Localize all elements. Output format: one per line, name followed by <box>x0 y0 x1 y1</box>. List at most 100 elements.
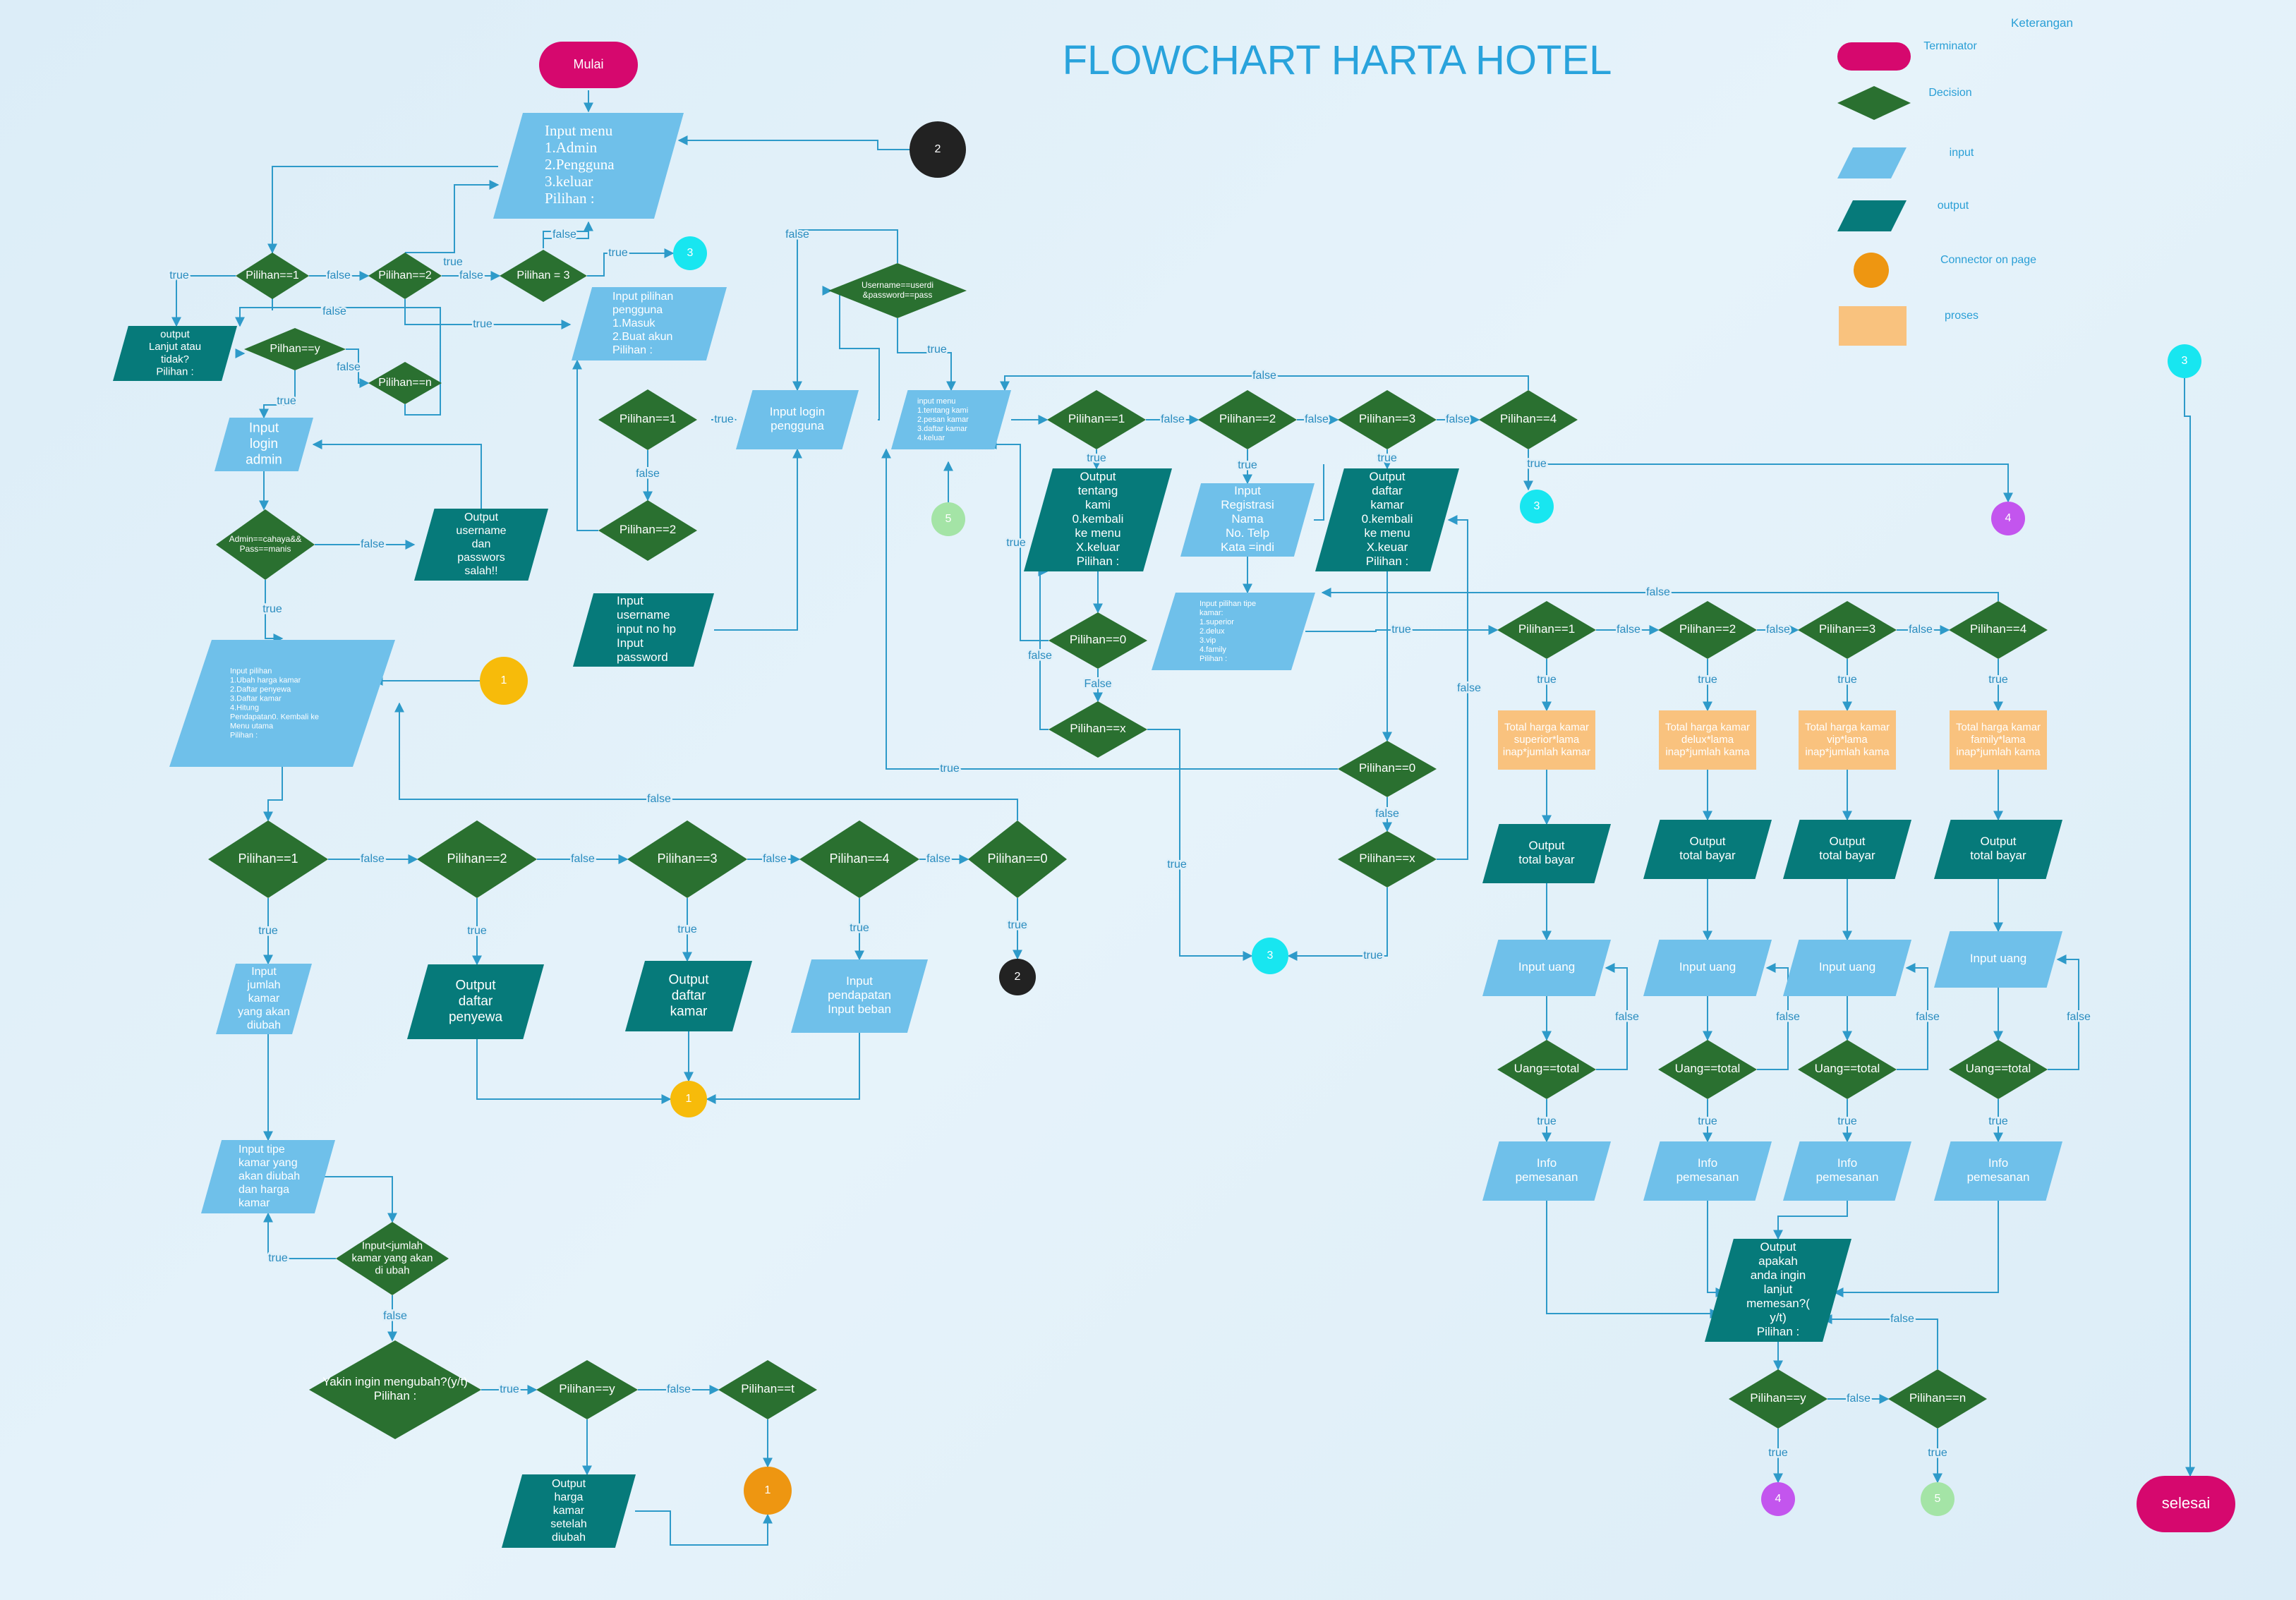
selesai-terminator-shape <box>2137 1476 2235 1532</box>
legend-header: Keterangan <box>2011 16 2073 30</box>
flow-line <box>1822 1314 1938 1369</box>
connector-4-bottom: 4 <box>1761 1482 1795 1516</box>
input-info3-shape <box>1783 1141 1911 1201</box>
user-pilihan1-text: Pilihan==1 <box>620 412 676 425</box>
decision-pilihan2: Pilihan==2 <box>368 253 442 299</box>
process-total4-shape <box>1950 710 2047 770</box>
lanjut-pilihan-y: Pilihan==y <box>1729 1369 1827 1429</box>
flow-line <box>543 221 593 248</box>
input-uang4: Input uang <box>1934 931 2062 988</box>
edge-label: false <box>337 361 361 373</box>
input-pendapatan-shape <box>791 959 928 1033</box>
legend-label: output <box>1938 200 1969 212</box>
edge-label: true <box>1167 859 1187 871</box>
edge-label: false <box>926 853 950 865</box>
connector-3-mid-shape <box>1520 490 1554 523</box>
user-pilihan2: Pilihan==2 <box>598 500 697 561</box>
input-login-pengguna-shape <box>736 390 859 449</box>
room-pilihan3: Pilihan==3 <box>1798 601 1897 659</box>
connector-5-left-text: 5 <box>945 513 952 525</box>
input-uang1-text: Input uang <box>1518 960 1575 974</box>
edge-label: true <box>1768 1447 1788 1459</box>
flow-line <box>2184 378 2195 1477</box>
flow-line <box>1147 729 1253 961</box>
admin-pilihan3-text: Pilihan==3 <box>657 851 717 866</box>
connector-1-admin-text: 1 <box>501 674 507 686</box>
flow-line <box>1535 463 2013 503</box>
decision-pilihan1-text: Pilihan==1 <box>246 269 299 281</box>
flow-line <box>714 448 802 631</box>
user-pilihan1-shape <box>598 389 697 450</box>
decision-admin-pass-text: Admin==cahaya&&Pass==manis <box>229 534 302 554</box>
admin-pilihan1-text: Pilihan==1 <box>238 851 298 866</box>
lanjut-pilihan-n: Pilihan==n <box>1888 1369 1987 1429</box>
input-menu-user-shape <box>891 390 1011 449</box>
edge-label: true <box>258 925 278 937</box>
room-pilihan4: Pilihan==4 <box>1949 601 2048 659</box>
legend-item-input: input <box>1837 147 1974 178</box>
decision-pilihan-n-text: Pilihan==n <box>378 377 432 389</box>
legend-label: input <box>1950 147 1974 159</box>
legend-decision-shape <box>1837 86 1911 120</box>
menu-pilihan4-text: Pilihan==4 <box>1500 412 1557 425</box>
edge-label: false <box>459 269 483 281</box>
input-info1-shape <box>1482 1141 1611 1201</box>
connector-4-mid: 4 <box>1991 502 2025 535</box>
input-pilihan-admin-shape <box>169 640 395 767</box>
connector-1-collect-shape <box>670 1081 707 1117</box>
edge-label: true <box>169 269 189 281</box>
decision-yakin-t-shape <box>718 1360 817 1419</box>
decision-pilihan1: Pilihan==1 <box>236 253 309 299</box>
tentang-pilihan0-text: Pilihan==0 <box>1070 633 1126 646</box>
connector-3-top: 3 <box>673 236 707 270</box>
legend-input-shape <box>1837 147 1907 178</box>
menu-pilihan4: Pilihan==4 <box>1479 390 1578 449</box>
decision-uang1-shape <box>1497 1040 1596 1099</box>
decision-uang3: Uang==total <box>1798 1040 1897 1099</box>
selesai-terminator: selesai <box>2137 1476 2235 1532</box>
input-pilihan-tipe-shape <box>1152 593 1315 670</box>
connector-3-lower: 3 <box>1252 938 1288 974</box>
input-info4-shape <box>1934 1141 2062 1201</box>
flow-line <box>346 349 370 388</box>
legend-label: proses <box>1945 310 1978 322</box>
connector-2-top-shape <box>910 121 966 178</box>
connector-5-bottom-shape <box>1921 1482 1954 1516</box>
process-total2-shape <box>1659 710 1756 770</box>
tentang-pilihan0-shape <box>1049 612 1147 669</box>
decision-admin-pass: Admin==cahaya&&Pass==manis <box>216 509 315 580</box>
connector-1-collect-text: 1 <box>686 1093 692 1105</box>
decision-uang2-text: Uang==total <box>1675 1062 1741 1075</box>
output-lanjut-pesan-shape <box>1705 1239 1851 1342</box>
menu-pilihan4-shape <box>1479 390 1578 449</box>
connector-4-mid-shape <box>1991 502 2025 535</box>
connector-2-top-text: 2 <box>935 143 941 155</box>
tentang-pilihanx: Pilihan==x <box>1049 701 1147 758</box>
input-uang4-text: Input uang <box>1970 952 2026 965</box>
edge-label: false <box>1617 624 1641 636</box>
menu-pilihan1-text: Pilihan==1 <box>1068 412 1125 425</box>
flow-line <box>1314 464 1324 521</box>
flow-line <box>315 1176 397 1223</box>
menu-pilihan2: Pilihan==2 <box>1198 390 1297 449</box>
menu-pilihan2-text: Pilihan==2 <box>1219 412 1276 425</box>
